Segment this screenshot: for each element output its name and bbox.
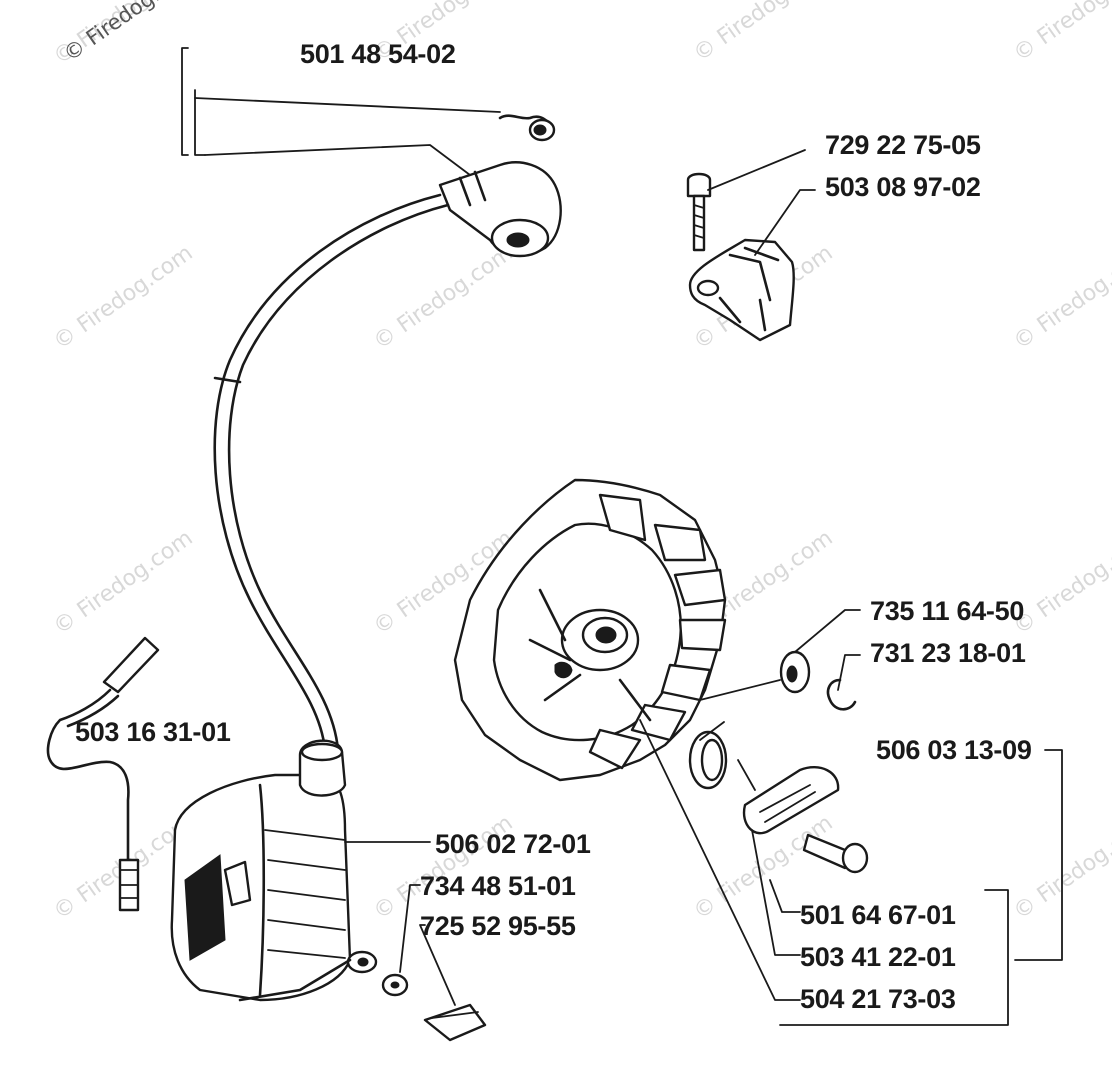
part-number-label[interactable]: 503 16 31-01 <box>75 717 231 747</box>
washer-nut-drawing <box>699 609 861 711</box>
part-number-label[interactable]: 501 48 54-02 <box>300 39 456 69</box>
watermark: © Firedog.com <box>369 241 517 355</box>
ignition-module-drawing <box>170 739 487 1042</box>
pawl-drawing <box>639 719 1063 1026</box>
part-number-label[interactable]: 735 11 64-50 <box>870 596 1024 626</box>
part-number-label[interactable]: 725 52 95-55 <box>420 911 576 941</box>
part-number-label[interactable]: 506 03 13-09 <box>876 735 1032 765</box>
watermark: © Firedog.com <box>369 811 517 925</box>
bracket-drawing <box>686 149 816 342</box>
short-circuit-cable-drawing <box>46 636 160 912</box>
flywheel-drawing <box>453 478 727 782</box>
ignition-lead-drawing <box>181 47 562 752</box>
part-number-label[interactable]: 501 64 67-01 <box>800 900 956 930</box>
part-number-label[interactable]: 734 48 51-01 <box>420 871 576 901</box>
part-number-label[interactable]: 506 02 72-01 <box>435 829 591 859</box>
watermark: © Firedog.com <box>49 526 197 640</box>
part-number-label[interactable]: 729 22 75-05 <box>825 130 981 160</box>
watermark: © Firedog.com <box>49 241 197 355</box>
watermark: © Firedog.com <box>689 0 837 67</box>
copyright-watermark: © Firedog.com <box>59 0 201 66</box>
part-number-label[interactable]: 503 41 22-01 <box>800 942 956 972</box>
watermark: © Firedog.com <box>1009 0 1112 67</box>
watermark: © Firedog.com <box>1009 811 1112 925</box>
part-labels: 501 48 54-02 729 22 75-05 503 08 97-02 7… <box>75 39 1032 1014</box>
watermark: © Firedog.com <box>1009 526 1112 640</box>
part-number-label[interactable]: 504 21 73-03 <box>800 984 956 1014</box>
part-number-label[interactable]: 503 08 97-02 <box>825 172 981 202</box>
watermark: © Firedog.com <box>1009 241 1112 355</box>
part-number-label[interactable]: 731 23 18-01 <box>870 638 1026 668</box>
